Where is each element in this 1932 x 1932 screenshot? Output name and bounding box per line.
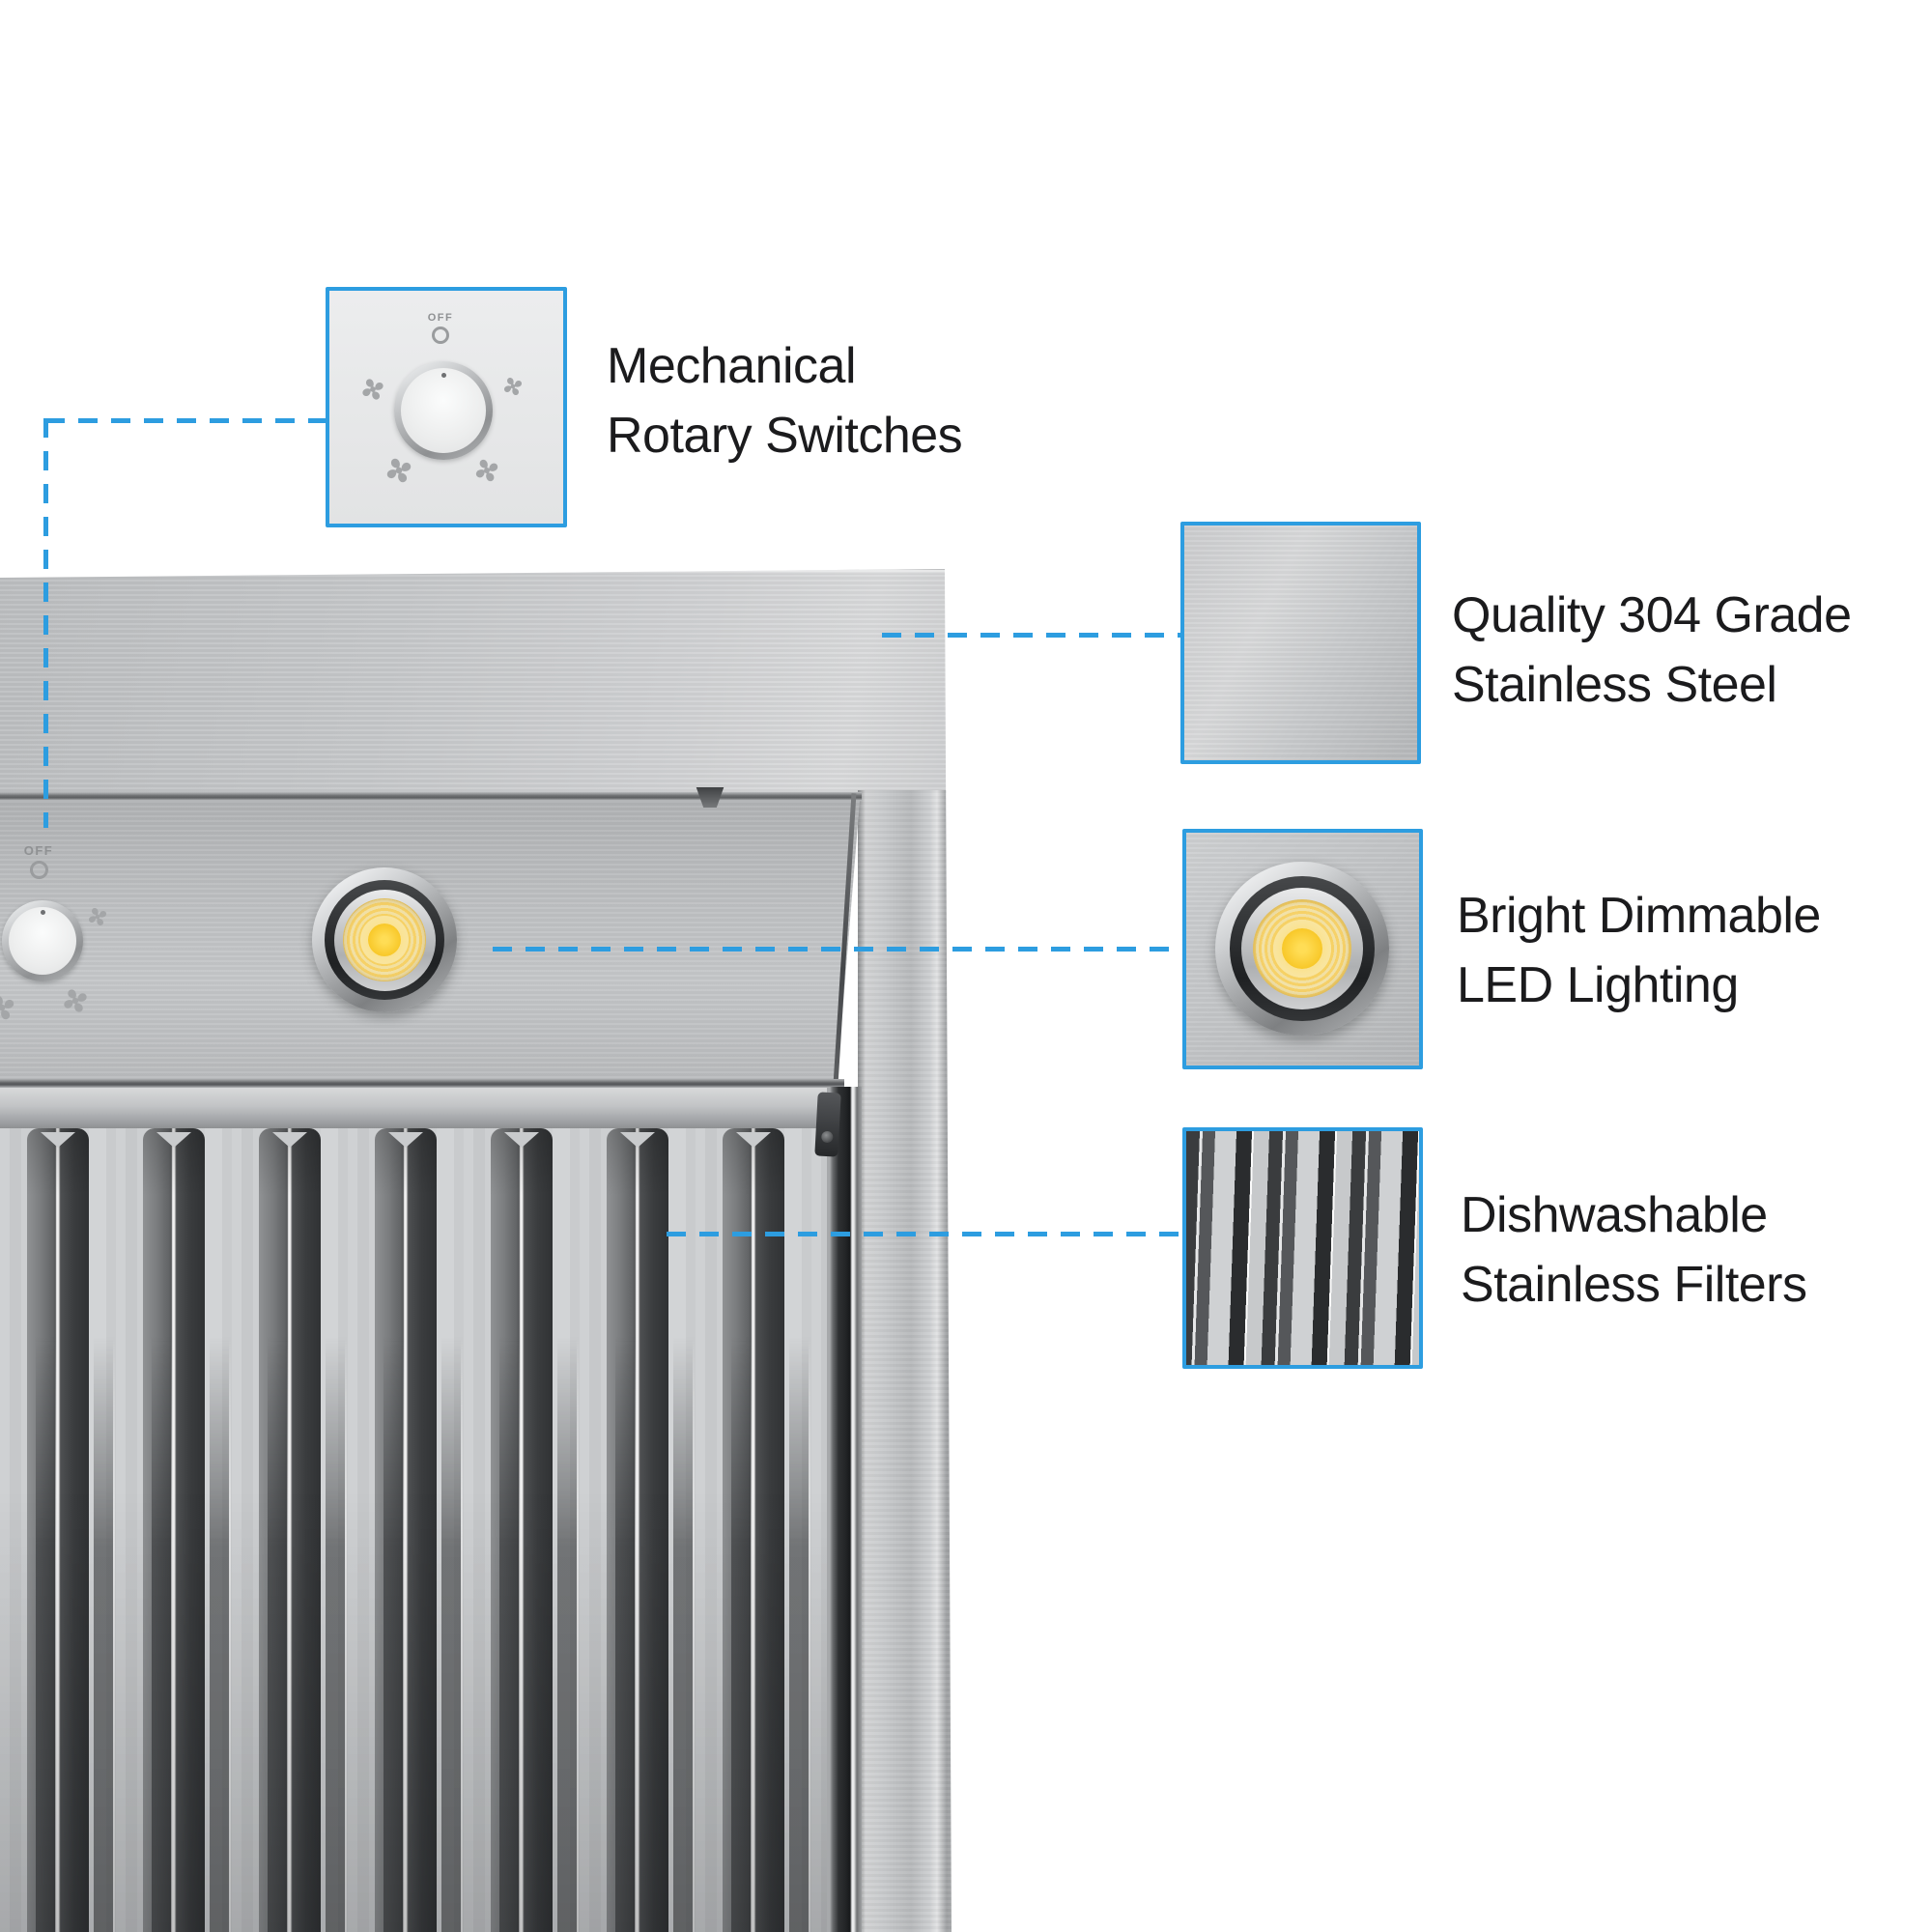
led-light-thumbnail: [1182, 829, 1423, 1069]
filter-side-groove: [827, 1087, 862, 1932]
hood-seam-upper: [0, 792, 862, 801]
callout-label-line: Rotary Switches: [607, 408, 963, 464]
leader-line-filters: [667, 1232, 1182, 1236]
led-downlight: [312, 867, 457, 1012]
knob-indicator-dot: [41, 910, 45, 916]
callout-label-line: Stainless Steel: [1452, 657, 1777, 713]
leader-line-rotary-horizontal: [45, 418, 326, 423]
off-label: OFF: [427, 312, 454, 324]
range-hood-photo: OFF: [0, 569, 952, 1932]
off-ring-icon: [29, 861, 48, 879]
fan-speed-icon: [54, 980, 97, 1022]
filter-housing-rail: [0, 1088, 850, 1128]
leader-line-rotary-vertical: [43, 418, 48, 828]
baffle-slot: [491, 1128, 553, 1932]
fan-speed-icon: [354, 370, 392, 409]
rotary-switch-thumbnail: OFF: [326, 287, 567, 527]
fan-speed-icon: [81, 900, 114, 933]
fan-speed-icon: [467, 450, 507, 491]
callout-label-line: Dishwashable: [1461, 1187, 1768, 1243]
off-label: OFF: [23, 843, 54, 858]
hood-right-frame: [858, 790, 952, 1932]
callout-label-line: Bright Dimmable: [1457, 888, 1821, 944]
baffle-filters: [0, 1128, 838, 1932]
rotary-knob: [394, 361, 493, 460]
hood-top-panel: [0, 569, 952, 793]
baffle-slot: [375, 1128, 437, 1932]
led-downlight: [1215, 862, 1389, 1036]
callout-label-filters: Dishwashable Stainless Filters: [1461, 1180, 1807, 1320]
knob-indicator-dot: [441, 373, 446, 379]
baffle-slot: [259, 1128, 321, 1932]
hood-seam-lower: [0, 1079, 844, 1088]
filter-retainer-clip: [814, 1092, 841, 1157]
rotary-knob: [2, 900, 83, 981]
hood-hinge-clip: [696, 787, 724, 808]
callout-label-line: LED Lighting: [1457, 957, 1739, 1013]
callout-label-line: Stainless Filters: [1461, 1257, 1807, 1313]
callout-label-rotary: Mechanical Rotary Switches: [607, 331, 963, 470]
callout-label-steel: Quality 304 Grade Stainless Steel: [1452, 581, 1852, 720]
knob-face: [401, 368, 486, 453]
led-center-glow: [367, 923, 402, 957]
led-center-glow: [1282, 928, 1322, 969]
baffle-slot: [607, 1128, 668, 1932]
callout-label-line: Mechanical: [607, 338, 857, 394]
callout-label-led: Bright Dimmable LED Lighting: [1457, 881, 1821, 1020]
baffle-slot: [143, 1128, 205, 1932]
off-position-icon: OFF: [15, 843, 62, 879]
callout-label-line: Quality 304 Grade: [1452, 587, 1852, 643]
leader-line-led: [493, 947, 1182, 952]
leader-line-steel: [882, 633, 1180, 638]
off-position-icon: OFF: [419, 312, 462, 344]
baffle-slot: [27, 1128, 89, 1932]
baffle-slot: [723, 1128, 784, 1932]
stainless-steel-thumbnail: [1180, 522, 1421, 764]
fan-speed-icon: [497, 370, 529, 403]
fan-speed-icon: [0, 985, 24, 1030]
knob-face: [9, 907, 76, 975]
off-ring-icon: [432, 327, 449, 344]
baffle-filter-thumbnail: [1182, 1127, 1423, 1369]
fan-speed-icon: [377, 448, 421, 493]
